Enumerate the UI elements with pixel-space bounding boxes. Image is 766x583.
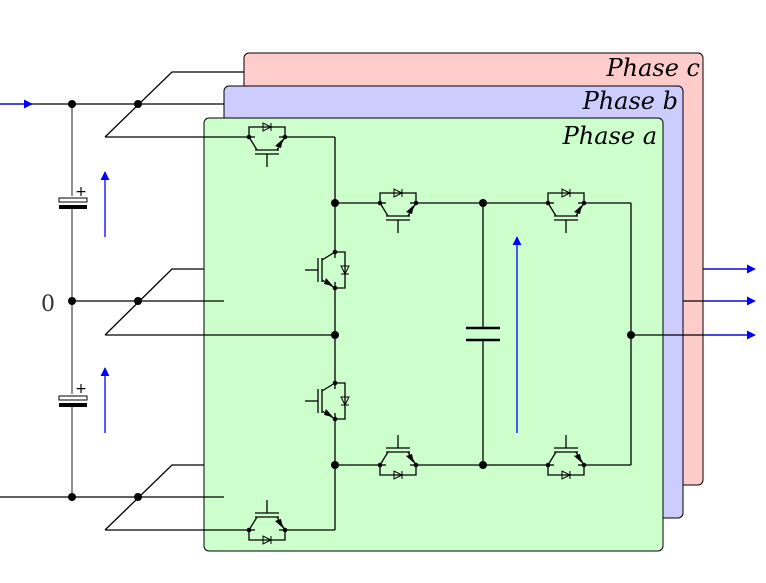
dc-capacitor-upper: + [58, 184, 88, 209]
junction-dot [479, 461, 487, 469]
phase-c-label: Phase c [605, 54, 700, 82]
igbt-switch-icon [305, 380, 350, 422]
junction-dot [331, 461, 339, 469]
junction-dot [134, 297, 142, 305]
plus-sign: + [75, 184, 87, 200]
igbt-switch-icon [305, 249, 350, 291]
flying-capacitor [466, 326, 500, 342]
junction-dot [68, 493, 76, 501]
junction-dot [331, 199, 339, 207]
midpoint-label: 0 [41, 292, 55, 317]
phase-b-label: Phase b [582, 87, 678, 115]
junction-dot [134, 100, 142, 108]
plus-sign: + [75, 381, 87, 397]
igbt-switch-icon [545, 188, 587, 233]
junction-dot [134, 493, 142, 501]
igbt-switch-icon [246, 500, 288, 545]
junction-dot [479, 199, 487, 207]
junction-dot [627, 331, 635, 339]
phase-a-label: Phase a [562, 122, 657, 150]
igbt-switch-icon [377, 188, 419, 233]
junction-dot [68, 100, 76, 108]
junction-dot [68, 297, 76, 305]
dc-capacitor-lower: + [58, 381, 88, 407]
igbt-switch-icon [377, 435, 419, 480]
igbt-switch-icon [545, 435, 587, 480]
igbt-switch-icon [246, 122, 288, 167]
junction-dot [331, 331, 339, 339]
